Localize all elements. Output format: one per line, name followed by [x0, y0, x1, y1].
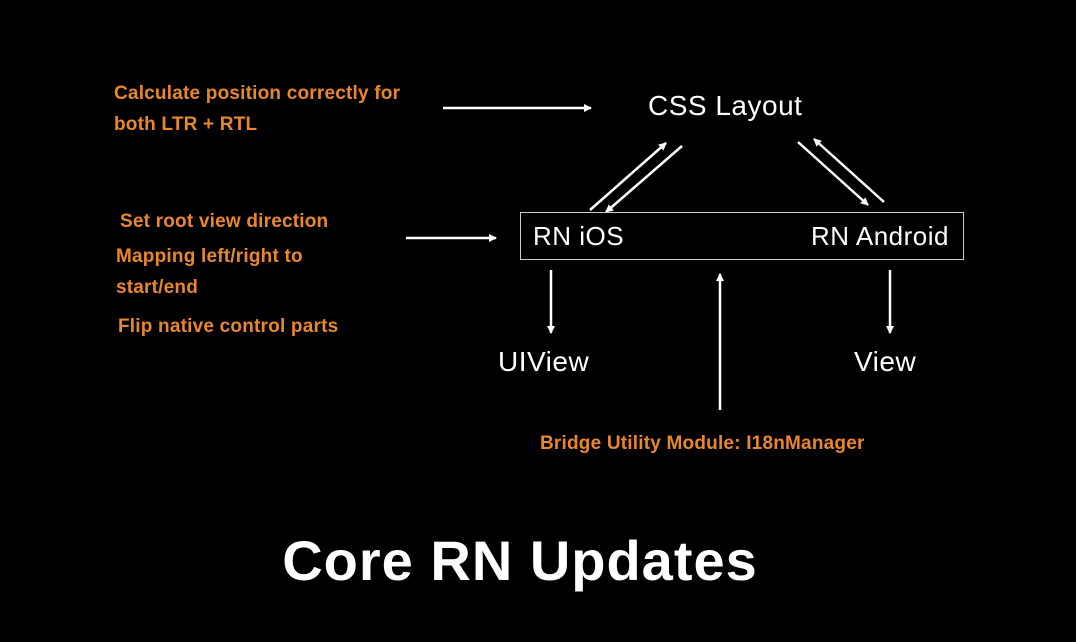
- arrow-css-layout-to-rn-android: [797, 141, 869, 206]
- slide-title: Core RN Updates: [282, 529, 758, 592]
- node-rn-ios: RN iOS: [533, 220, 625, 251]
- node-rn-android: RN Android: [811, 220, 949, 251]
- arrow-css-layout-to-rn-ios: [605, 145, 683, 213]
- arrow-rn-ios-to-css-layout: [589, 142, 667, 211]
- node-css-layout: CSS Layout: [648, 90, 803, 121]
- annotation-mapping-left-right: Mapping left/right to start/end: [116, 246, 303, 298]
- annotation-bridge-module: Bridge Utility Module: I18nManager: [540, 433, 865, 454]
- annotation-calculate-position: Calculate position correctly for both LT…: [114, 83, 401, 135]
- rn-box: RN iOS RN Android: [520, 212, 964, 260]
- annotation-flip-native: Flip native control parts: [118, 316, 339, 337]
- node-view: View: [854, 346, 917, 377]
- arrow-rn-android-to-css-layout: [813, 138, 885, 203]
- node-uiview: UIView: [498, 346, 590, 377]
- annotation-set-root-view: Set root view direction: [120, 211, 329, 232]
